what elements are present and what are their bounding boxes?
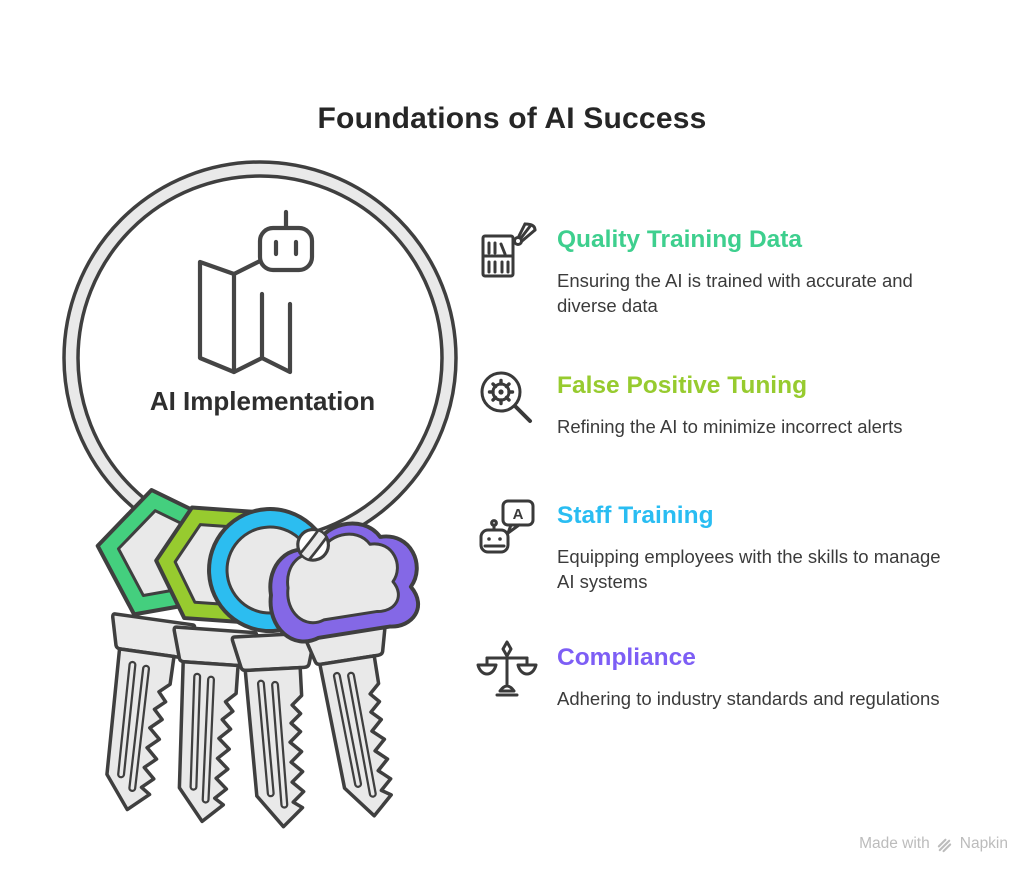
list-item-staff-training: A Staff Training Equipping employees wit…: [475, 496, 977, 594]
watermark: Made with Napkin: [859, 835, 1008, 853]
key-head-cloud: [268, 521, 420, 644]
page-title: Foundations of AI Success: [317, 102, 707, 135]
keyring-svg: [62, 160, 458, 850]
key-blade-4: [303, 620, 415, 823]
item-heading: False Positive Tuning: [557, 372, 808, 399]
napkin-logo-icon: [937, 838, 951, 852]
item-heading: Compliance: [557, 644, 696, 671]
list-item-false-positive-tuning: False Positive Tuning Refining the AI to…: [475, 366, 977, 439]
item-description: Refining the AI to minimize incorrect al…: [557, 416, 903, 437]
list-item-quality-training-data: Quality Training Data Ensuring the AI is…: [475, 220, 977, 318]
hub-label: AI Implementation: [149, 386, 376, 416]
item-heading: Quality Training Data: [557, 226, 803, 253]
keyring-illustration: [28, 150, 478, 850]
svg-text:A: A: [513, 506, 524, 523]
item-description: Adhering to industry standards and regul…: [557, 688, 940, 709]
list-item-compliance: Compliance Adhering to industry standard…: [475, 638, 977, 711]
map-robot-icon: [197, 209, 315, 375]
gear-magnifier-icon: [475, 366, 557, 430]
scales-icon: [475, 638, 557, 702]
watermark-text: Made with: [859, 835, 930, 852]
item-description: Ensuring the AI is trained with accurate…: [557, 270, 913, 317]
item-description: Equipping employees with the skills to m…: [557, 546, 941, 593]
bookshelf-duster-icon: [475, 220, 557, 284]
item-heading: Staff Training: [557, 502, 714, 529]
key-blade-3: [232, 633, 324, 829]
watermark-brand: Napkin: [959, 835, 1008, 852]
robot-chat-icon: A: [475, 496, 557, 560]
